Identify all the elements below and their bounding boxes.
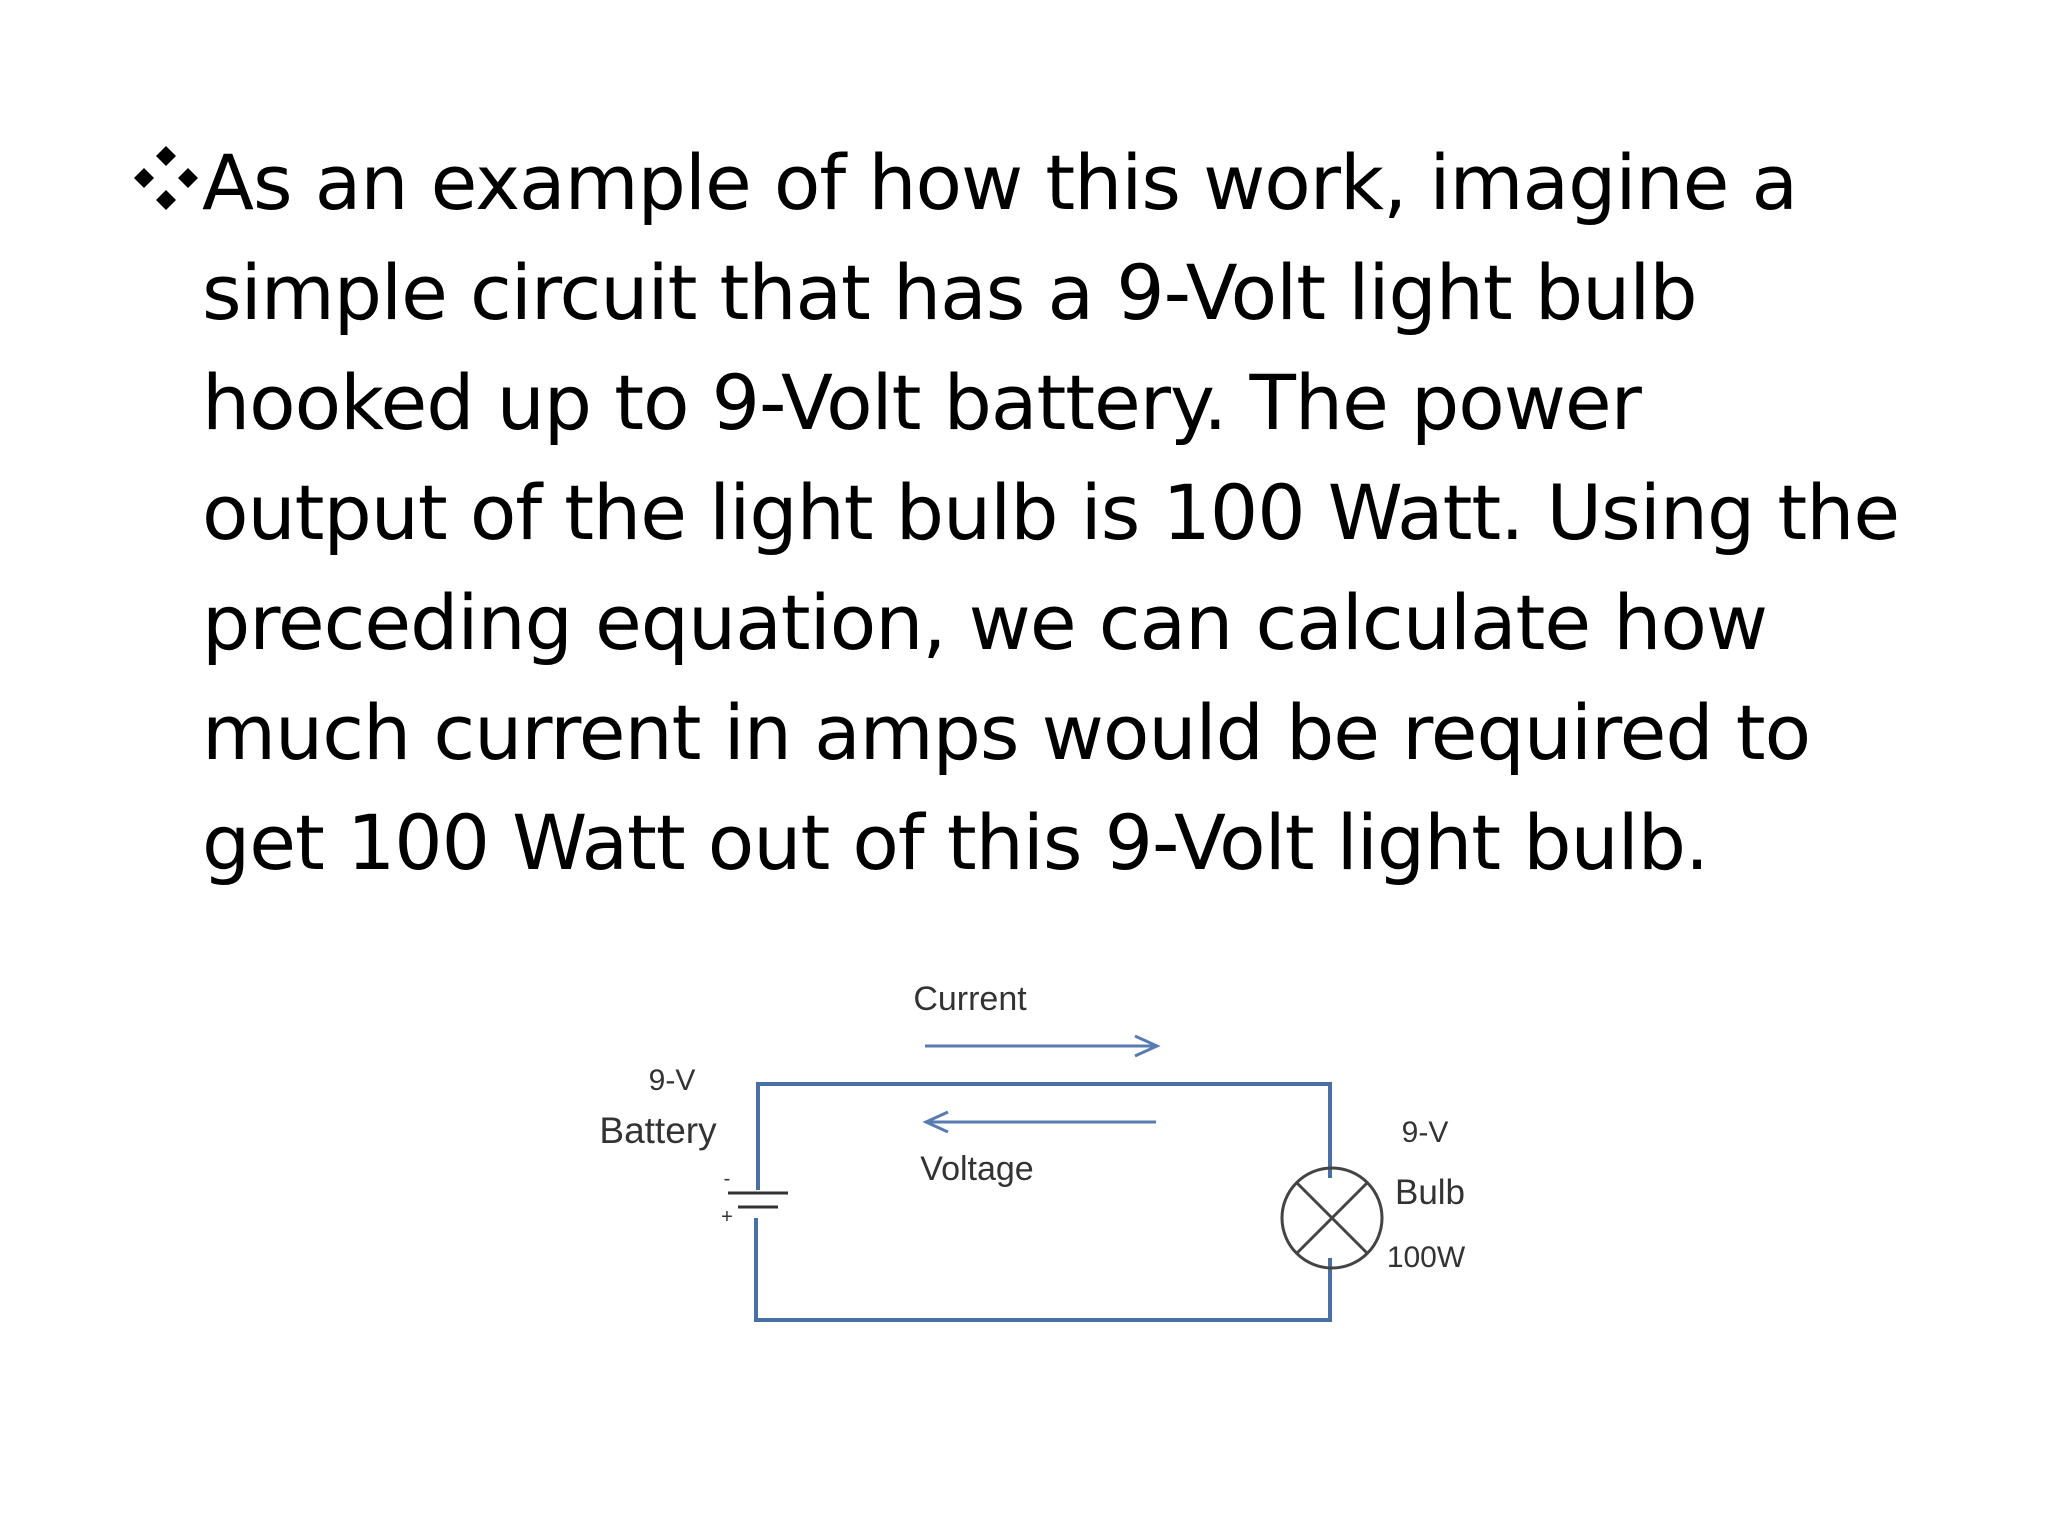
circuit-wire	[754, 1082, 1332, 1322]
bulb-power: 100W	[1387, 1241, 1466, 1274]
bullet-line: preceding equation, we can calculate how	[202, 578, 1768, 667]
voltage-arrow	[922, 1110, 1156, 1134]
current-arrow	[925, 1034, 1161, 1058]
battery-voltage: 9-V	[649, 1064, 696, 1097]
circuit-diagram: Current Voltage 9-V Battery - +	[599, 980, 1466, 1322]
bullet-line: get 100 Watt out of this 9-Volt light bu…	[202, 798, 1709, 887]
bullet-line: simple circuit that has a 9-Volt light b…	[202, 248, 1698, 337]
bulb-label: Bulb	[1395, 1173, 1465, 1212]
bullet-line: output of the light bulb is 100 Watt. Us…	[202, 468, 1900, 557]
bullet-line: As an example of how this work, imagine …	[202, 138, 1798, 227]
battery-label: Battery	[599, 1110, 717, 1151]
four-diamonds-icon	[134, 146, 198, 210]
bulb-voltage: 9-V	[1402, 1116, 1449, 1149]
battery-plus: +	[721, 1206, 733, 1228]
bullet-text: As an example of how this work, imagine …	[130, 128, 1930, 898]
battery-symbol	[728, 1191, 788, 1209]
current-label: Current	[913, 980, 1027, 1018]
bullet-line: much current in amps would be required t…	[202, 688, 1811, 777]
voltage-label: Voltage	[920, 1150, 1033, 1188]
bullet-paragraph: As an example of how this work, imagine …	[130, 128, 1930, 898]
bulb-icon	[1280, 1166, 1384, 1270]
battery-minus: -	[724, 1168, 731, 1190]
bullet-line: hooked up to 9-Volt battery. The power	[202, 358, 1642, 447]
